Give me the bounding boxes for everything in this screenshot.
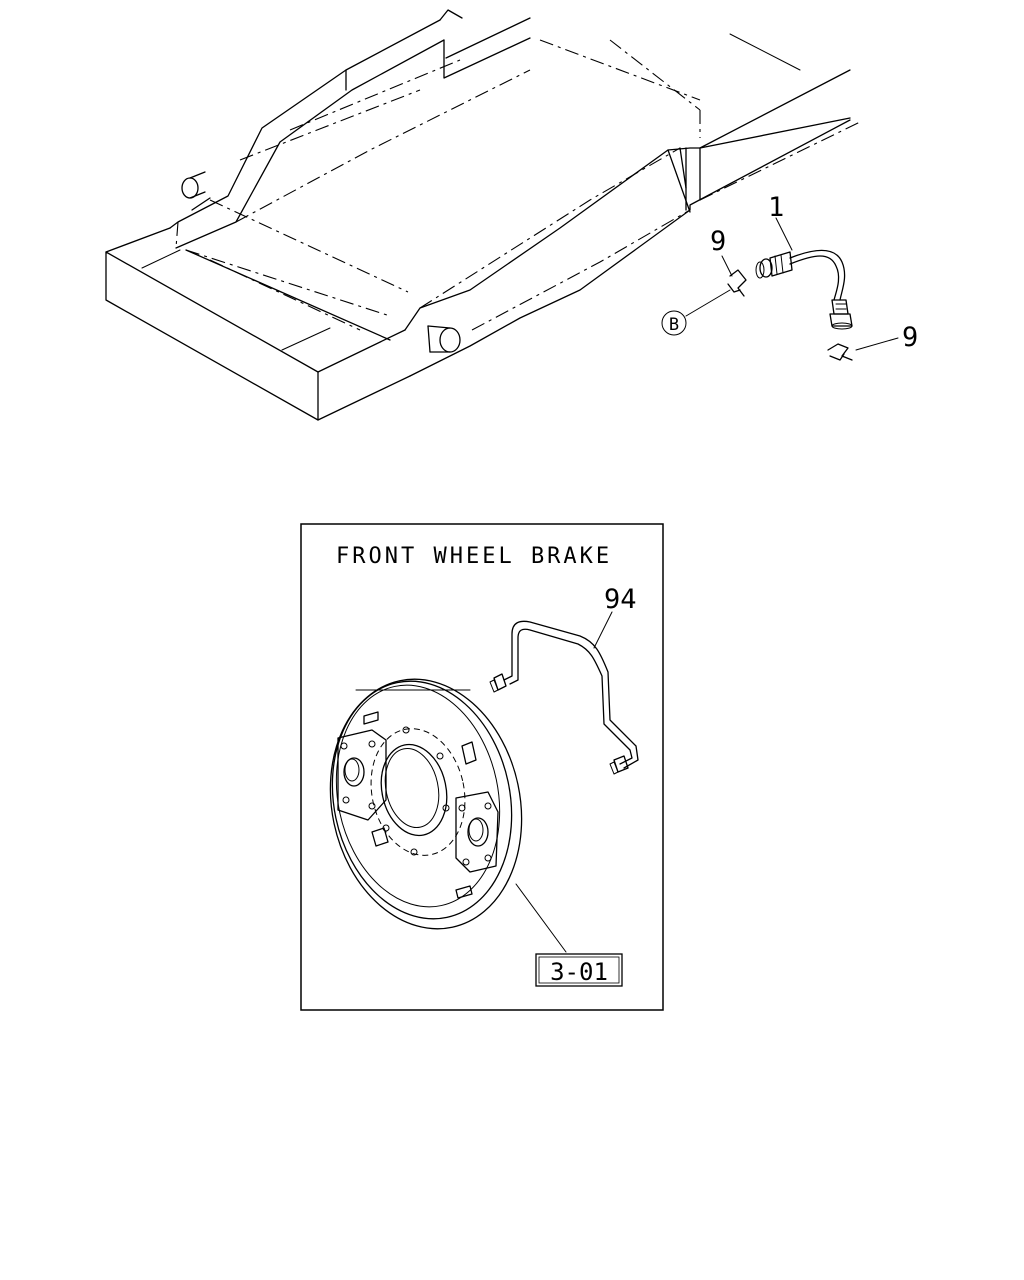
inset-title: FRONT WHEEL BRAKE: [336, 544, 612, 569]
clip-lower: [827, 343, 853, 361]
callout-clip-upper: 9: [710, 226, 726, 257]
reference-label: 3-01: [550, 958, 608, 986]
brake-backing-plate: [329, 678, 523, 930]
clip-upper: [727, 269, 747, 297]
reference-box-inner: [538, 956, 620, 984]
brake-hose-assembly: [755, 249, 853, 330]
reference-b-circle: [661, 310, 687, 336]
chassis-frame: [105, 9, 861, 421]
reference-leader: [515, 883, 567, 953]
reference-b-letter: B: [669, 315, 679, 335]
inset-frame: [300, 523, 664, 1011]
callout-hose: 1: [768, 192, 784, 223]
reference-box: [535, 953, 623, 987]
callout-pipe: 94: [604, 584, 637, 615]
pipe-callout-leader: [593, 611, 613, 649]
brake-pipe: [489, 620, 639, 775]
hose-callout-leader: [775, 217, 793, 251]
callout-clip-lower: 9: [902, 322, 918, 353]
clip-upper-leader: [721, 255, 733, 277]
clip-lower-leader: [855, 337, 899, 351]
reference-b-leader: [685, 289, 731, 317]
